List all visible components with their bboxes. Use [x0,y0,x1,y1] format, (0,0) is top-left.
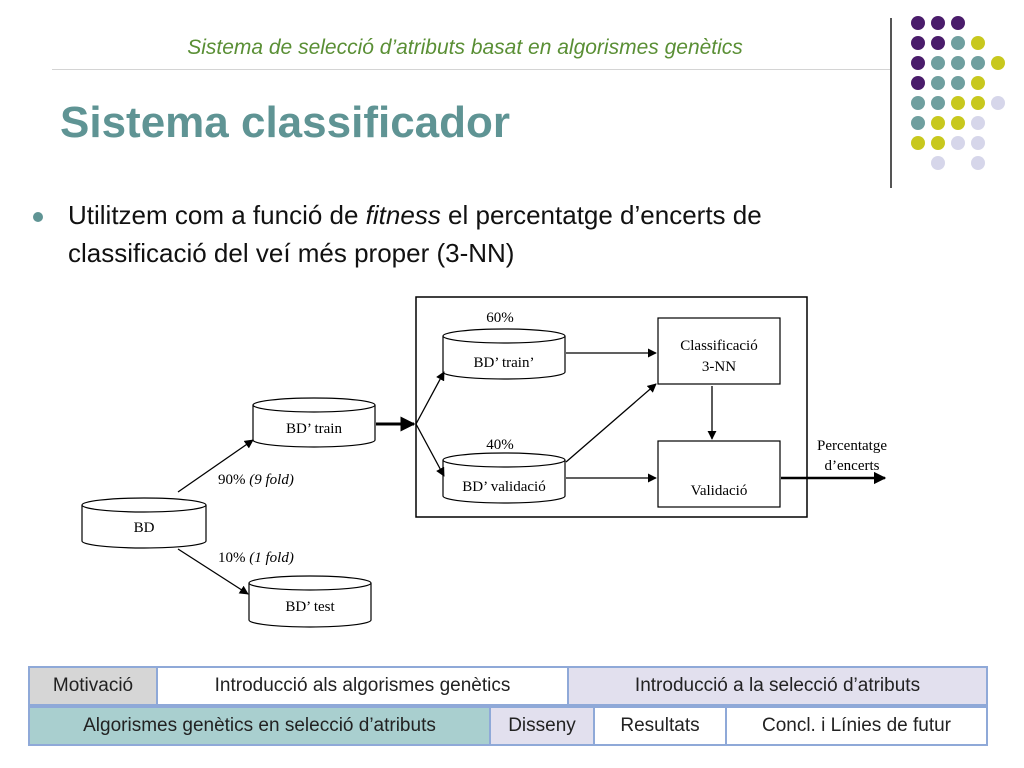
database-inner-train-label: BD’ train’ [474,355,535,371]
nav-resultats[interactable]: Resultats [593,706,727,746]
output-label-line2: d’encerts [825,458,880,474]
nav-introduccio-algorismes[interactable]: Introducció als algorismes genètics [156,666,569,706]
database-bd-label: BD [134,520,155,536]
classifier-label-line2: 3-NN [702,359,736,375]
dot [911,116,925,130]
dot [911,36,925,50]
dot [931,16,945,30]
nav-conclusions[interactable]: Concl. i Línies de futur [725,706,988,746]
database-train-label: BD’ train [286,421,342,437]
dot [951,116,965,130]
dot [931,56,945,70]
bullet-text-part: el percentatge d’encerts de classificaci… [68,200,762,268]
nav-disseny[interactable]: Disseny [489,706,595,746]
classifier-box: Classificació 3-NN [657,317,781,385]
dot [911,96,925,110]
inner-process-box [415,296,808,518]
nav-algorismes-seleccio[interactable]: Algorismes genètics en selecció d’atribu… [28,706,491,746]
arrow-split-to-inner-valid [415,423,445,477]
dot [971,56,985,70]
dot [971,36,985,50]
dot [971,156,985,170]
dot [971,76,985,90]
dot [911,16,925,30]
database-test-label: BD’ test [285,599,335,615]
bullet-text-part: Utilitzem com a funció de [68,200,366,230]
arrow-bd-to-test [177,548,249,595]
dot [971,116,985,130]
dot [951,16,965,30]
vertical-divider [890,18,892,188]
bullet-icon [33,212,43,222]
arrow-split-to-inner-train [415,371,445,425]
dot [951,36,965,50]
dot [911,136,925,150]
database-inner-validation: BD’ validació [442,452,566,504]
inner-train-percent: 60% [486,310,514,326]
arrow-valid-to-classifier [565,383,657,463]
nav-motivacio[interactable]: Motivació [28,666,158,706]
classifier-label-line1: Classificació [680,338,757,354]
dot [951,96,965,110]
dot [931,136,945,150]
output-label-line1: Percentatge [817,438,887,454]
bullet-text: Utilitzem com a funció de fitness el per… [68,196,888,272]
database-train: BD’ train [252,397,376,448]
dot [951,56,965,70]
database-bd: BD [81,497,207,549]
split-train-fold: (9 fold) [249,472,294,488]
validation-box: Validació [657,440,781,508]
inner-valid-percent: 40% [486,437,514,453]
split-test-fold: (1 fold) [249,550,294,566]
database-inner-validation-label: BD’ validació [462,479,545,495]
database-inner-train: BD’ train’ [442,328,566,380]
nav-row-2: Algorismes genètics en selecció d’atribu… [28,706,988,746]
split-train-label: 90% (9 fold) [218,472,294,488]
dot [911,76,925,90]
presentation-subtitle: Sistema de selecció d’atributs basat en … [187,36,743,59]
dot [991,56,1005,70]
header-divider [52,69,890,70]
dot [971,136,985,150]
split-test-percent: 10% [218,550,246,566]
dot [931,36,945,50]
database-test: BD’ test [248,575,372,628]
dot [931,96,945,110]
dot [951,136,965,150]
slide-title: Sistema classificador [60,98,511,147]
dot [931,156,945,170]
nav-row-1: Motivació Introducció als algorismes gen… [28,666,988,706]
dot [951,76,965,90]
split-test-label: 10% (1 fold) [218,550,294,566]
validation-label: Validació [691,483,748,499]
dot [991,96,1005,110]
dot [931,116,945,130]
split-train-percent: 90% [218,472,246,488]
dot [911,56,925,70]
dot [931,76,945,90]
nav-introduccio-seleccio[interactable]: Introducció a la selecció d’atributs [567,666,988,706]
dot [971,96,985,110]
arrow-bd-to-train [177,439,254,493]
bullet-text-emphasis: fitness [365,200,441,230]
